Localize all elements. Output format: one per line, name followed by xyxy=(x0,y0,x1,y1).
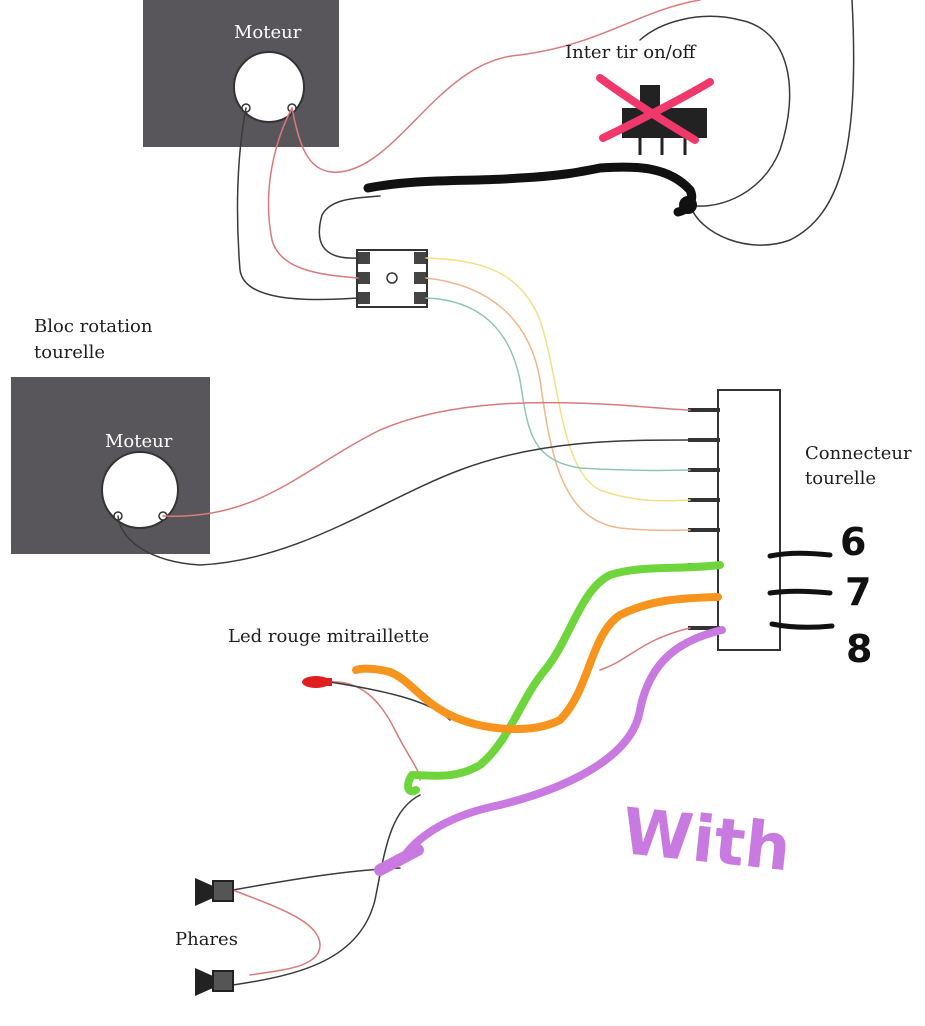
connector-label-line2: tourelle xyxy=(805,468,876,489)
wire-yellow xyxy=(425,257,691,502)
wire-top-motor-red xyxy=(267,107,359,279)
turret-motor-circle-icon xyxy=(101,451,179,529)
wire-top-motor-black xyxy=(236,107,359,301)
turret-rotation-block: Moteur xyxy=(11,377,210,554)
wire-top-red-upper xyxy=(291,0,701,173)
top-motor-label: Moteur xyxy=(234,22,302,43)
connector-block-icon xyxy=(688,389,781,651)
wire-orange-thin xyxy=(425,277,691,532)
speaker-symbol-icon-bottom xyxy=(195,968,234,996)
switch-symbol-icon xyxy=(596,74,714,155)
relay-block-icon xyxy=(356,249,428,308)
pin-marker-lines xyxy=(767,550,835,630)
speaker-symbol-icon-top xyxy=(195,878,234,906)
wire-relay-black-loop xyxy=(318,195,381,259)
wire-connector-red-stub xyxy=(599,627,691,671)
phares-label: Phares xyxy=(175,929,238,950)
marker-black-blob xyxy=(679,196,697,214)
pin-6-label: 6 xyxy=(840,520,866,564)
wire-teal xyxy=(425,297,691,472)
wire-switch-black xyxy=(639,15,791,207)
led-label: Led rouge mitraillette xyxy=(228,626,429,647)
pin-8-label: 8 xyxy=(846,627,872,671)
wire-led-red xyxy=(329,681,421,781)
handwritten-with-note: With xyxy=(619,795,794,886)
marker-orange-stroke xyxy=(352,593,722,733)
connector-label-line1: Connecteur xyxy=(805,443,912,464)
bloc-rotation-label-line1: Bloc rotation xyxy=(34,316,153,337)
wire-phares-red xyxy=(232,889,321,976)
wire-turret-black xyxy=(117,439,691,566)
wire-phares-black-bottom xyxy=(232,794,421,986)
bloc-rotation-label-line2: tourelle xyxy=(34,342,105,363)
pin-7-label: 7 xyxy=(845,570,871,614)
led-symbol-icon xyxy=(302,676,332,688)
turret-motor-label: Moteur xyxy=(105,431,173,452)
switch-label: Inter tir on/off xyxy=(565,42,697,63)
marker-purple-arrowhead xyxy=(374,844,424,876)
top-motor-block: Moteur xyxy=(143,0,339,147)
top-motor-circle-icon xyxy=(233,51,305,123)
marker-black-stroke xyxy=(363,162,697,217)
wire-right-black-loop xyxy=(689,0,855,246)
wire-turret-red xyxy=(162,401,691,517)
marker-green-stroke xyxy=(404,561,724,796)
